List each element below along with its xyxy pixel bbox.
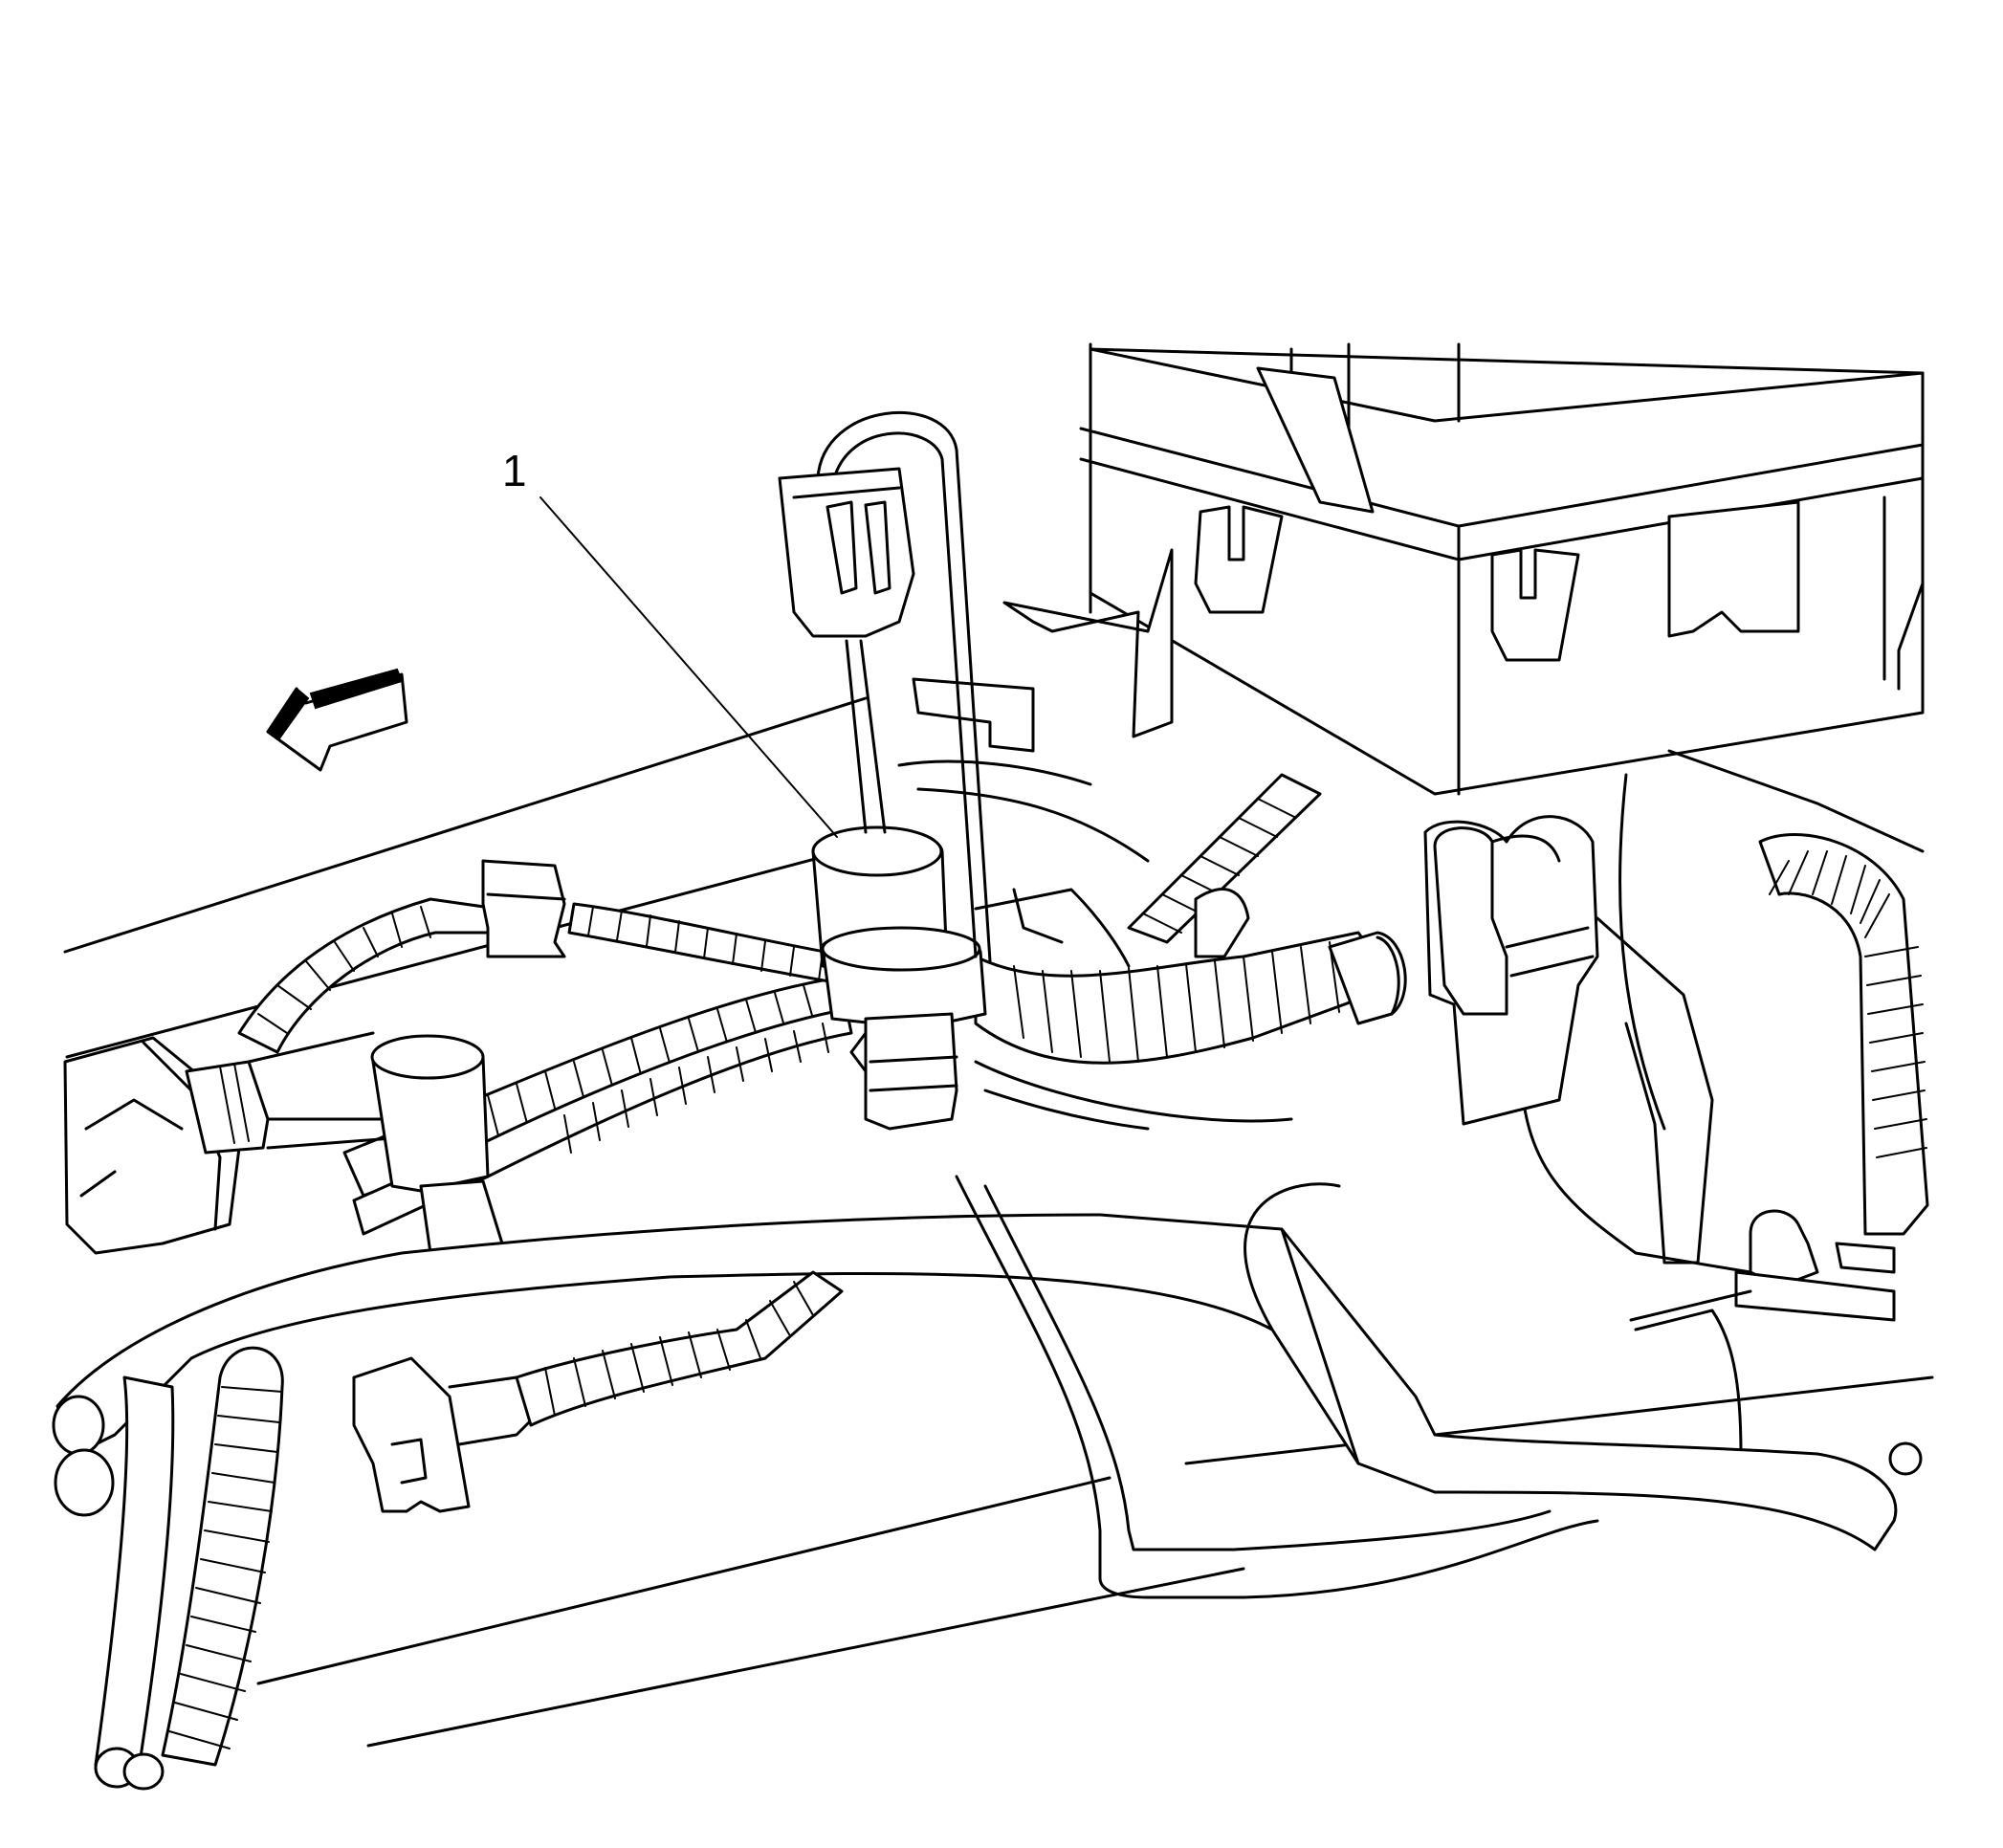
block-clip-1 <box>1194 505 1284 614</box>
right-harness <box>1596 749 1929 1265</box>
left-connector <box>63 1031 394 1255</box>
block-tab-1 <box>1256 366 1375 514</box>
diagonal-harness <box>1127 773 1322 944</box>
main-harness <box>974 931 1407 1065</box>
left-vertical-harness <box>94 1346 284 1791</box>
block-clip-3 <box>1667 500 1800 638</box>
pigtail-connector <box>778 410 992 963</box>
floor-panel-lines <box>63 696 1934 1748</box>
upper-left-harness <box>237 859 853 1054</box>
callout-1: 1 <box>502 446 838 838</box>
direction-arrow <box>266 668 408 772</box>
callout-1-label: 1 <box>502 446 527 495</box>
center-wiring <box>897 759 1293 1131</box>
harness-clip <box>1423 815 1599 1126</box>
lower-frame-arch <box>955 1175 1599 1599</box>
lower-tube-harness <box>52 1182 1923 1551</box>
callout-1-leader <box>539 496 838 838</box>
right-sensor <box>1519 1060 1896 1456</box>
harness-connector-upper <box>481 859 566 958</box>
left-cylinder-sensor <box>370 1034 504 1265</box>
block-clip-2 <box>1490 548 1580 662</box>
mounting-bracket <box>1002 548 1174 738</box>
fuse-block <box>912 342 1925 796</box>
central-sensor <box>811 825 987 1131</box>
lower-connector <box>352 1270 844 1513</box>
